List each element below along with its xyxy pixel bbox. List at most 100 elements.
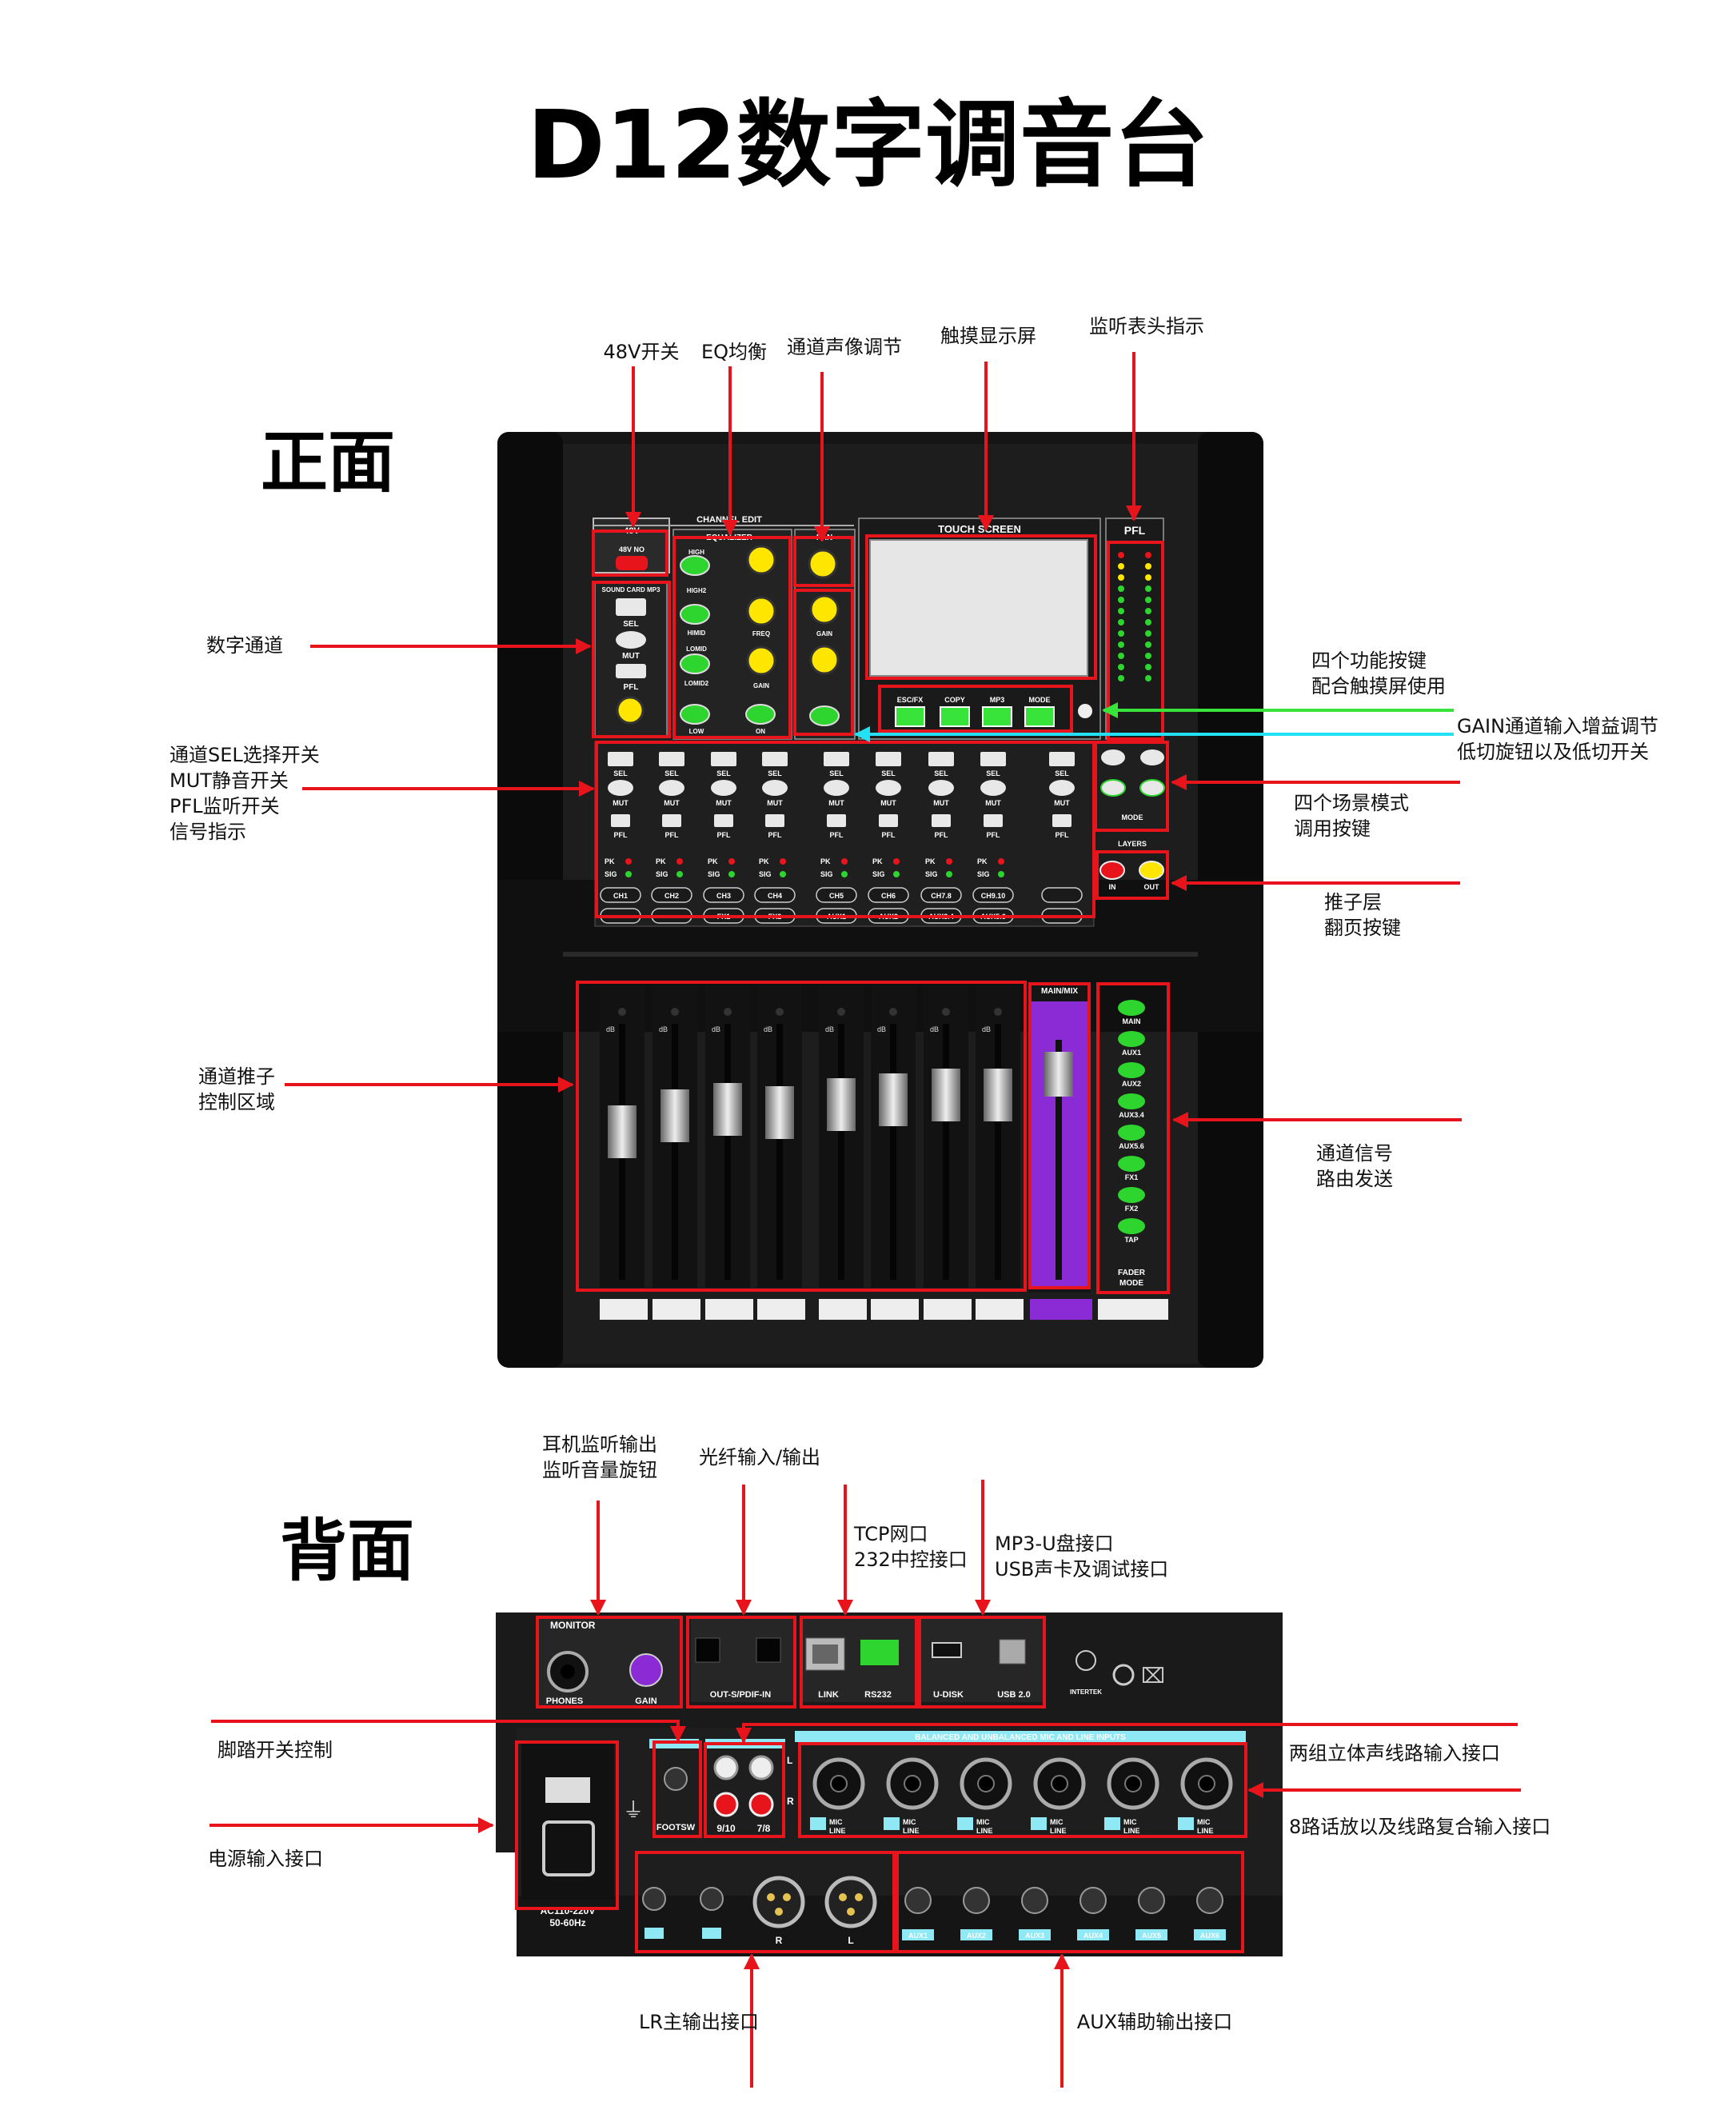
scene-4-button[interactable] [1139, 779, 1165, 797]
channel-name-tag[interactable] [651, 887, 692, 903]
sel-button[interactable] [824, 752, 849, 766]
fader-cap[interactable] [608, 1105, 637, 1158]
channel-name-tag[interactable] [600, 887, 641, 903]
eq-lomid-button[interactable] [680, 653, 710, 674]
sel-button[interactable] [1049, 752, 1075, 766]
channel-name-tag[interactable] [754, 887, 796, 903]
optical-out-port[interactable] [695, 1637, 720, 1663]
route-button[interactable] [1118, 1218, 1145, 1234]
footswitch-jack[interactable] [664, 1767, 688, 1791]
pan-knob[interactable] [808, 549, 838, 579]
output-jack[interactable] [700, 1887, 724, 1911]
channel-select-button[interactable] [600, 1299, 648, 1320]
copy-button[interactable] [940, 706, 970, 727]
mut-button[interactable] [762, 780, 788, 796]
channel-select-button[interactable] [652, 1299, 700, 1320]
pfl-button[interactable] [611, 814, 630, 827]
aux-output-jack[interactable] [1196, 1887, 1223, 1914]
main-mix-fader[interactable] [1044, 1052, 1073, 1097]
fader-cap[interactable] [660, 1089, 689, 1142]
mut-button[interactable] [928, 780, 954, 796]
eq-low-button[interactable] [680, 704, 710, 725]
channel-name-tag[interactable] [972, 887, 1014, 903]
fader-cap[interactable] [932, 1069, 960, 1121]
channel-select-button[interactable] [976, 1299, 1024, 1320]
xlr-output[interactable] [752, 1876, 805, 1928]
channel-select-button[interactable] [819, 1299, 867, 1320]
pfl-button[interactable] [1052, 814, 1072, 827]
scene-1-button[interactable] [1101, 749, 1125, 765]
eq-on-button[interactable] [745, 704, 776, 725]
sel-button[interactable] [608, 752, 633, 766]
aux-output-jack[interactable] [904, 1887, 932, 1914]
sel-button[interactable] [928, 752, 954, 766]
main-mix-select[interactable] [1030, 1299, 1092, 1320]
route-button[interactable] [1118, 1093, 1145, 1109]
route-button[interactable] [1118, 1031, 1145, 1047]
mut-button[interactable] [980, 780, 1006, 796]
channel-select-button[interactable] [871, 1299, 919, 1320]
gain-knob[interactable] [809, 594, 840, 625]
fader-cap[interactable] [765, 1086, 794, 1139]
channel-name-tag[interactable] [703, 887, 744, 903]
pfl-button[interactable] [984, 814, 1003, 827]
mp3-button[interactable] [982, 706, 1012, 727]
channel-select-button[interactable] [705, 1299, 753, 1320]
rs232-port[interactable] [860, 1640, 899, 1665]
soundcard-mut-button[interactable] [616, 631, 646, 649]
usb2-port[interactable] [999, 1639, 1026, 1664]
route-button[interactable] [1118, 1156, 1145, 1172]
scene-3-button[interactable] [1140, 749, 1164, 765]
channel-name-tag[interactable] [868, 887, 909, 903]
mut-button[interactable] [711, 780, 736, 796]
sel-button[interactable] [659, 752, 684, 766]
mut-button[interactable] [876, 780, 901, 796]
route-button[interactable] [1118, 1125, 1145, 1141]
eq-himid-button[interactable] [680, 604, 710, 625]
soundcard-sel-button[interactable] [616, 598, 646, 616]
soundcard-gain-knob[interactable] [616, 696, 645, 725]
mut-button[interactable] [659, 780, 684, 796]
output-jack[interactable] [642, 1887, 666, 1911]
eq-gain-knob[interactable] [746, 545, 776, 575]
aux-output-jack[interactable] [1021, 1887, 1048, 1914]
udisk-port[interactable] [932, 1642, 962, 1658]
eq-q-knob[interactable] [746, 645, 776, 676]
encoder-knob[interactable] [1078, 704, 1092, 718]
sel-button[interactable] [876, 752, 901, 766]
fader-cap[interactable] [827, 1078, 856, 1131]
rca-7-8-l[interactable] [748, 1755, 774, 1780]
pfl-button[interactable] [827, 814, 846, 827]
power-inlet[interactable] [542, 1820, 595, 1876]
esc-fx-button[interactable] [895, 706, 925, 727]
aux-output-jack[interactable] [963, 1887, 990, 1914]
eq-freq-knob[interactable] [746, 596, 776, 626]
layer-out-button[interactable] [1139, 861, 1164, 880]
pfl-button[interactable] [662, 814, 681, 827]
xlr-output[interactable] [824, 1876, 877, 1928]
pfl-button[interactable] [765, 814, 784, 827]
rca-9-10-l[interactable] [713, 1755, 739, 1780]
rca-7-8-r[interactable] [748, 1792, 774, 1817]
channel-select-button[interactable] [924, 1299, 972, 1320]
pfl-button[interactable] [879, 814, 898, 827]
sel-button[interactable] [711, 752, 736, 766]
channel-select-button[interactable] [757, 1299, 805, 1320]
pfl-button[interactable] [714, 814, 733, 827]
aux-output-jack[interactable] [1080, 1887, 1107, 1914]
sel-button[interactable] [762, 752, 788, 766]
channel-name-tag[interactable] [816, 887, 857, 903]
eq-high-button[interactable] [680, 555, 710, 576]
optical-in-port[interactable] [756, 1637, 781, 1663]
rca-9-10-r[interactable] [713, 1792, 739, 1817]
mut-button[interactable] [1049, 780, 1075, 796]
fader-cap[interactable] [713, 1083, 742, 1136]
main-name-tag[interactable] [1041, 887, 1083, 903]
channel-name-tag[interactable] [920, 887, 962, 903]
phantom-button[interactable] [616, 556, 648, 570]
power-switch[interactable] [545, 1777, 590, 1803]
mut-button[interactable] [824, 780, 849, 796]
fader-mode-button[interactable] [1098, 1299, 1168, 1320]
fader-cap[interactable] [984, 1069, 1012, 1121]
fader-cap[interactable] [879, 1073, 908, 1126]
